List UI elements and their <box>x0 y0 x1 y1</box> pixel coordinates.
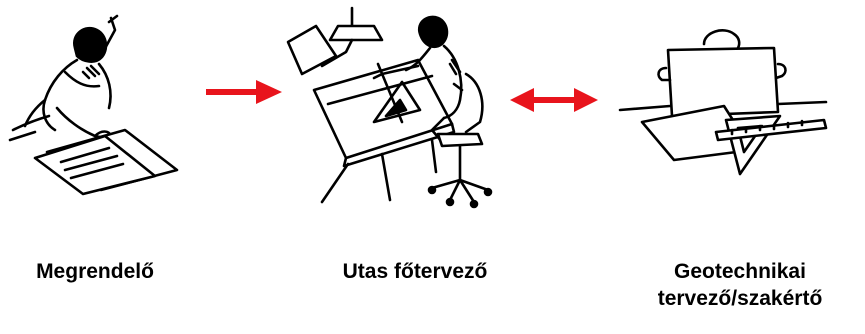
node-label-geotech-line2: tervező/szakértő <box>657 287 823 310</box>
arrow-designer-geotech <box>510 88 598 112</box>
node-label-geotech-line1: Geotechnikai <box>674 260 806 283</box>
designer-at-drafting-table-icon <box>286 6 493 209</box>
node-label-lead-designer: Utas főtervező <box>342 260 488 283</box>
node-label-client: Megrendelő <box>36 260 154 283</box>
person-reviewing-plan-icon <box>618 29 828 176</box>
arrow-client-to-designer <box>206 80 282 104</box>
person-reading-document-icon <box>8 14 179 196</box>
